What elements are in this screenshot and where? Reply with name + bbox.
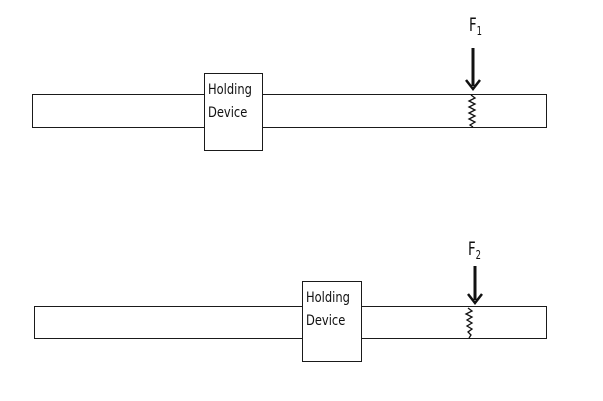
holding-device-bottom-label-line1: Holding — [306, 290, 350, 306]
force-arrow-f2 — [467, 266, 483, 306]
force-label-f2-symbol: F — [468, 238, 476, 260]
break-mark-bottom — [464, 307, 474, 339]
force-label-f1-symbol: F — [469, 14, 477, 36]
force-label-f2: F2 — [468, 238, 481, 262]
break-mark-top — [467, 94, 477, 128]
holding-device-bottom-label-line2: Device — [306, 313, 346, 329]
force-label-f1-subscript: 1 — [476, 24, 483, 38]
holding-device-top-label-line2: Device — [208, 105, 248, 121]
holding-device-bottom: Holding Device — [302, 281, 362, 362]
force-arrow-f1 — [465, 48, 481, 92]
holding-device-top: Holding Device — [204, 73, 263, 151]
force-label-f1: F1 — [469, 14, 482, 38]
beam-top — [32, 94, 547, 128]
holding-device-top-label-line1: Holding — [208, 82, 252, 98]
force-label-f2-subscript: 2 — [475, 248, 482, 262]
beam-bottom — [34, 306, 547, 339]
